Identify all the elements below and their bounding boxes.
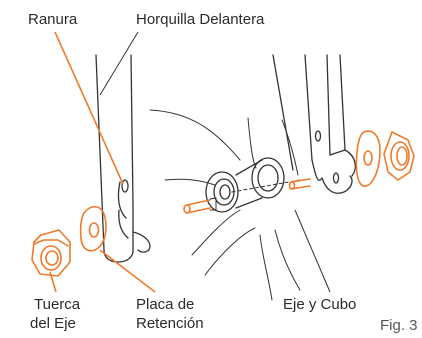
figure-number: Fig. 3	[380, 317, 418, 334]
left-fork-blade	[96, 55, 150, 262]
label-axle-hub: Eje y Cubo	[283, 296, 356, 313]
axle-right-end	[290, 179, 311, 189]
label-axle-nut-line1: Tuerca	[34, 296, 80, 313]
leader-slot	[55, 32, 123, 184]
right-retention-plate	[356, 131, 380, 186]
axle-left-end	[184, 198, 216, 213]
leader-plate	[100, 250, 155, 292]
right-fork-blade	[273, 55, 355, 193]
hub-assembly	[150, 110, 300, 300]
leader-lines	[50, 32, 330, 292]
label-axle-nut-line2: del Eje	[30, 315, 76, 332]
right-axle-nut	[384, 132, 414, 180]
label-front-fork: Horquilla Delantera	[136, 11, 264, 28]
label-retention-plate-line2: Retención	[136, 315, 204, 332]
leader-axle	[295, 210, 330, 292]
label-slot: Ranura	[28, 11, 77, 28]
leader-fork	[100, 32, 138, 95]
left-axle-nut	[32, 230, 70, 276]
label-retention-plate-line1: Placa de	[136, 296, 194, 313]
